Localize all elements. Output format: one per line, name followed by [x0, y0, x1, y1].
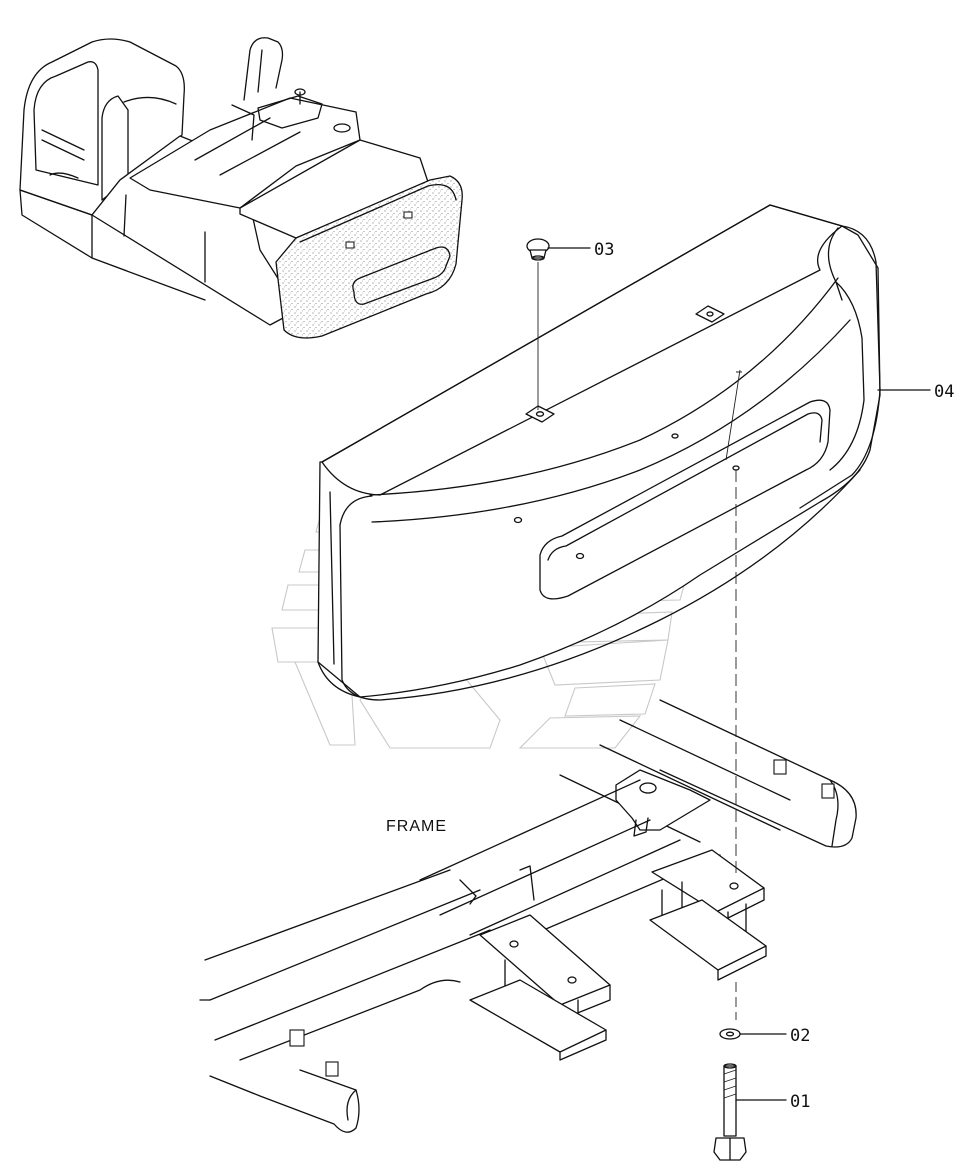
- callout-01: 01: [790, 1092, 810, 1112]
- counterweight: [317, 204, 881, 701]
- callout-02: 02: [790, 1026, 810, 1046]
- frame: [199, 699, 857, 1133]
- fastener-assembly: [713, 470, 747, 1161]
- excavator-overview: [19, 37, 463, 339]
- frame-label: FRAME: [386, 818, 447, 835]
- part-03-cap: [526, 238, 550, 410]
- leader-lines: [547, 247, 931, 1101]
- callout-04: 04: [934, 382, 954, 402]
- callout-03: 03: [594, 240, 614, 260]
